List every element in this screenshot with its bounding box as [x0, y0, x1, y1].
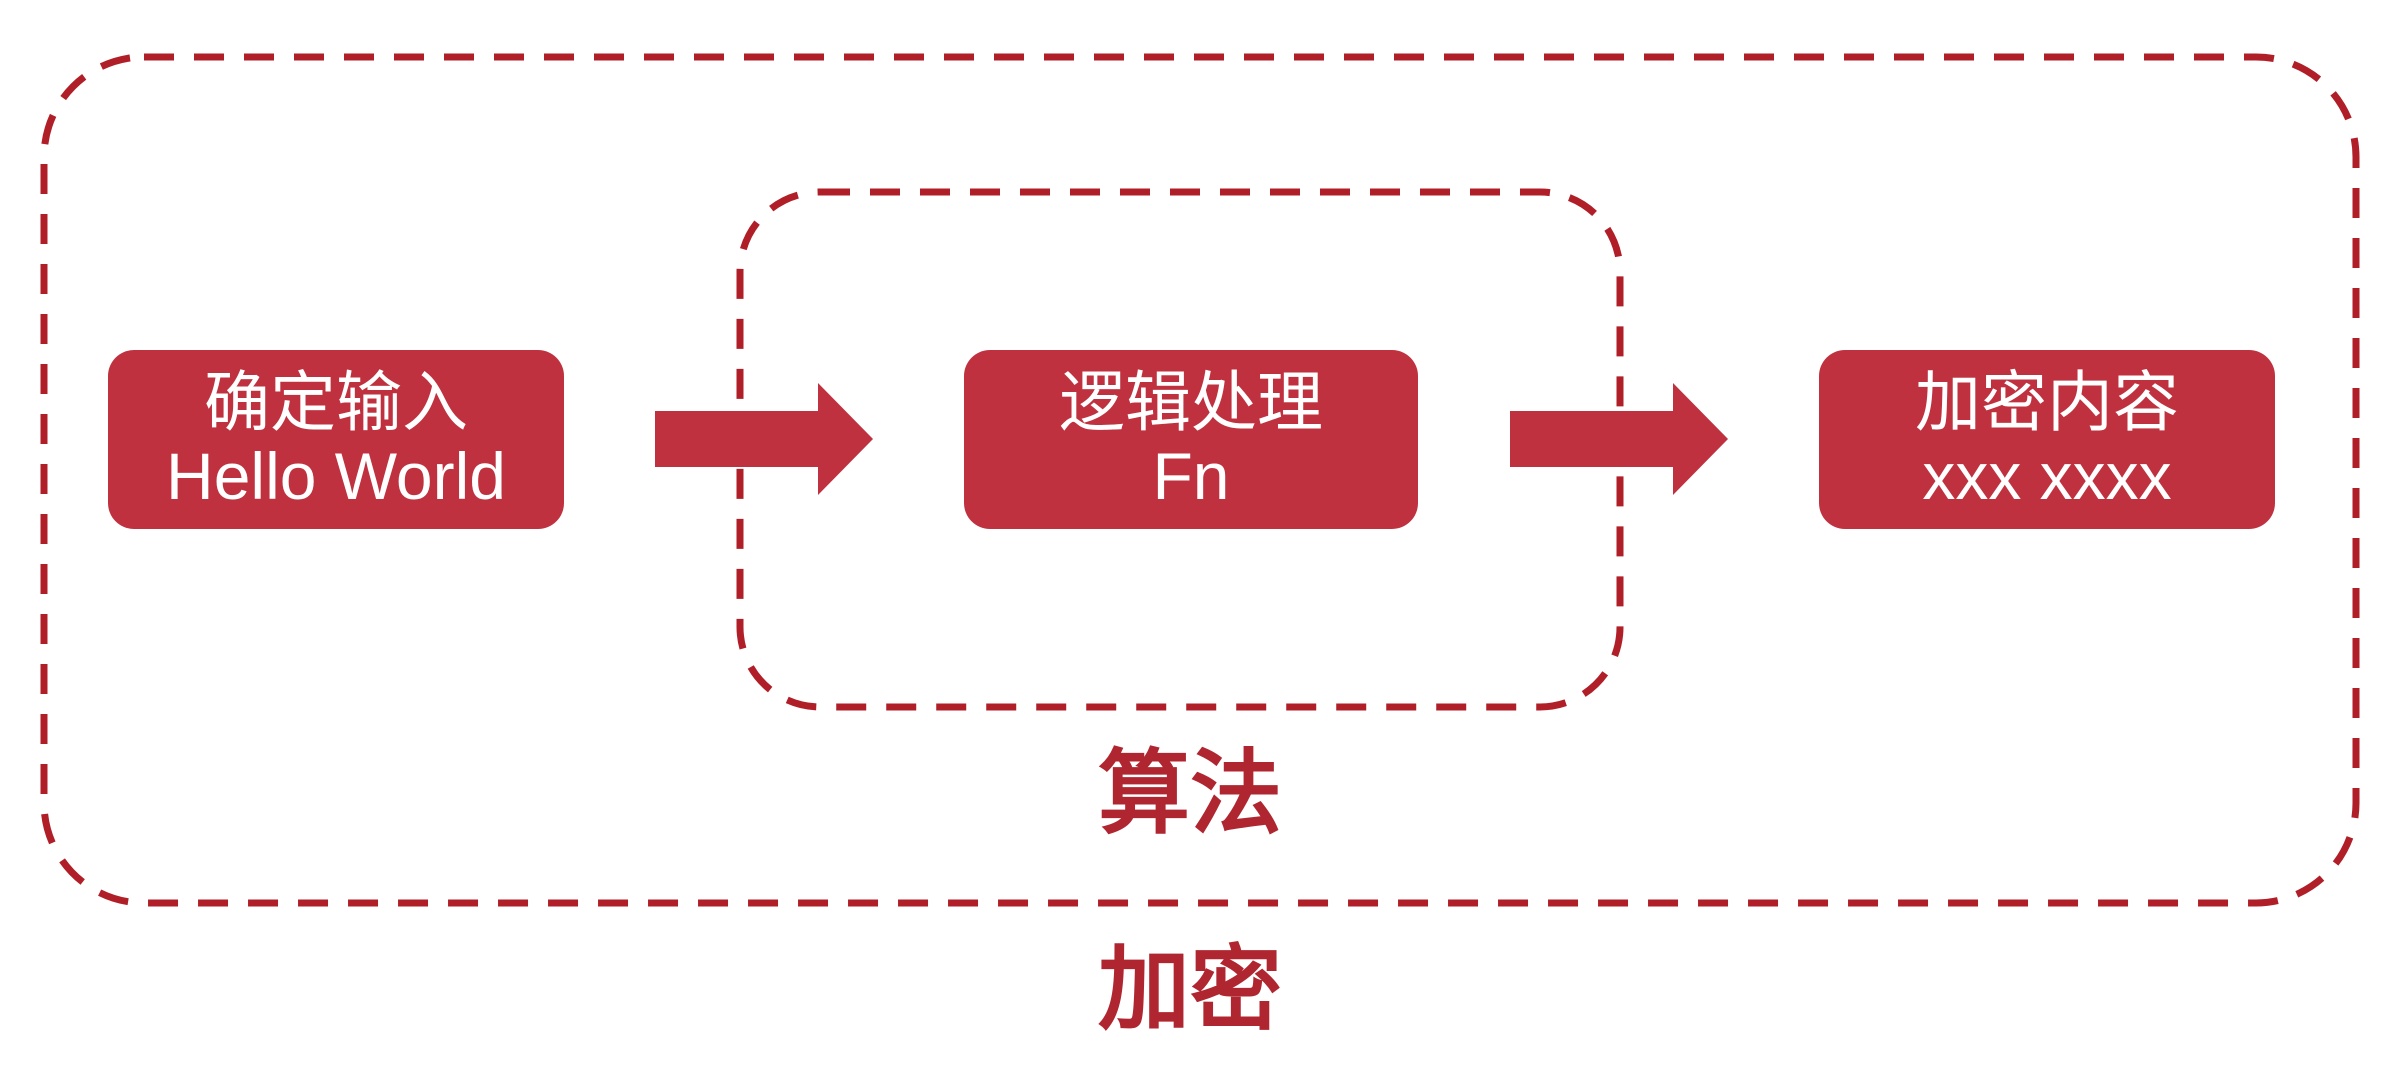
arrow-input-to-logic [655, 383, 873, 495]
logic-box-title: 逻辑处理 [1059, 363, 1323, 441]
right-arrow-icon [655, 383, 873, 495]
input-box-title: 确定输入 [204, 363, 468, 441]
output-box-value: xxx xxxx [1922, 438, 2172, 513]
arrow-logic-to-output [1510, 383, 1728, 495]
output-box: 加密内容 xxx xxxx [1819, 350, 2275, 529]
right-arrow-icon [1510, 383, 1728, 495]
output-box-title: 加密内容 [1915, 363, 2179, 441]
input-box: 确定输入 Hello World [108, 350, 564, 529]
encryption-label: 加密 [1097, 936, 1283, 1043]
logic-box: 逻辑处理 Fn [964, 350, 1418, 529]
input-box-value: Hello World [166, 438, 506, 513]
logic-box-value: Fn [1152, 438, 1230, 513]
algorithm-label: 算法 [1097, 740, 1283, 847]
